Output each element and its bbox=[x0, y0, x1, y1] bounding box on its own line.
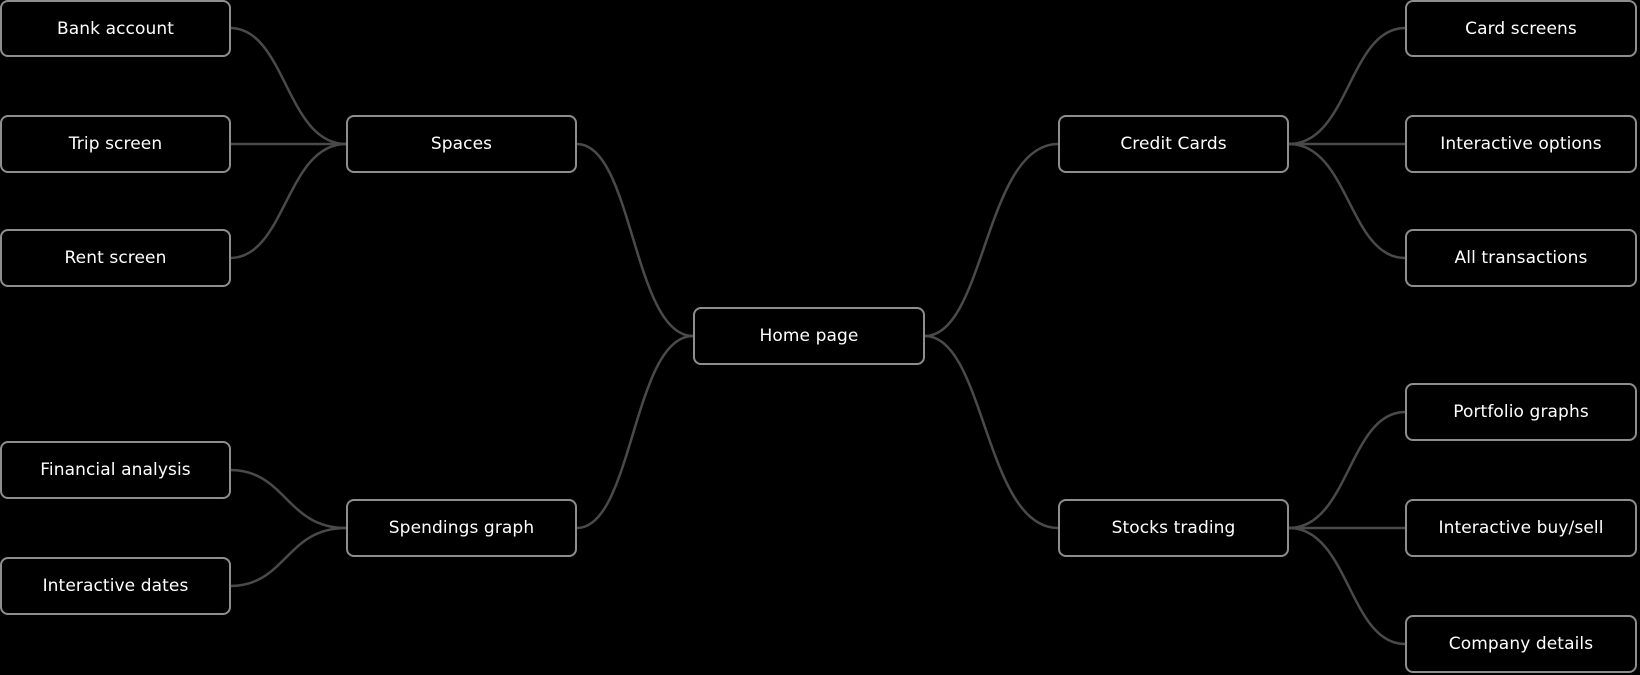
connector-home-spendings bbox=[576, 334, 694, 530]
connector-spendings-financial-analysis bbox=[229, 468, 347, 530]
node-portfolio-graphs[interactable]: Portfolio graphs bbox=[1405, 383, 1637, 441]
node-interactive-dates[interactable]: Interactive dates bbox=[0, 557, 231, 615]
connector-credit-cards-card-screens bbox=[1288, 26, 1406, 146]
node-rent-screen[interactable]: Rent screen bbox=[0, 229, 231, 287]
connector-spendings-interactive-dates bbox=[229, 526, 347, 588]
node-spaces[interactable]: Spaces bbox=[346, 115, 577, 173]
node-interactive-buy-sell[interactable]: Interactive buy/sell bbox=[1405, 499, 1637, 557]
connector-home-credit-cards bbox=[924, 142, 1059, 338]
node-credit-cards[interactable]: Credit Cards bbox=[1058, 115, 1289, 173]
connector-spaces-bank-account bbox=[229, 26, 347, 146]
node-all-transactions[interactable]: All transactions bbox=[1405, 229, 1637, 287]
connector-stocks-company-details bbox=[1288, 526, 1406, 646]
node-interactive-options[interactable]: Interactive options bbox=[1405, 115, 1637, 173]
connector-spaces-rent-screen bbox=[229, 142, 347, 260]
connector-home-stocks bbox=[924, 334, 1059, 530]
node-spendings-graph[interactable]: Spendings graph bbox=[346, 499, 577, 557]
node-financial-analysis[interactable]: Financial analysis bbox=[0, 441, 231, 499]
node-home-page[interactable]: Home page bbox=[693, 307, 925, 365]
connector-credit-cards-all-transactions bbox=[1288, 142, 1406, 260]
node-trip-screen[interactable]: Trip screen bbox=[0, 115, 231, 173]
node-bank-account[interactable]: Bank account bbox=[0, 0, 231, 57]
node-card-screens[interactable]: Card screens bbox=[1405, 0, 1637, 57]
node-stocks-trading[interactable]: Stocks trading bbox=[1058, 499, 1289, 557]
connector-home-spaces bbox=[576, 142, 694, 338]
connector-stocks-portfolio-graphs bbox=[1288, 410, 1406, 530]
node-company-details[interactable]: Company details bbox=[1405, 615, 1637, 673]
